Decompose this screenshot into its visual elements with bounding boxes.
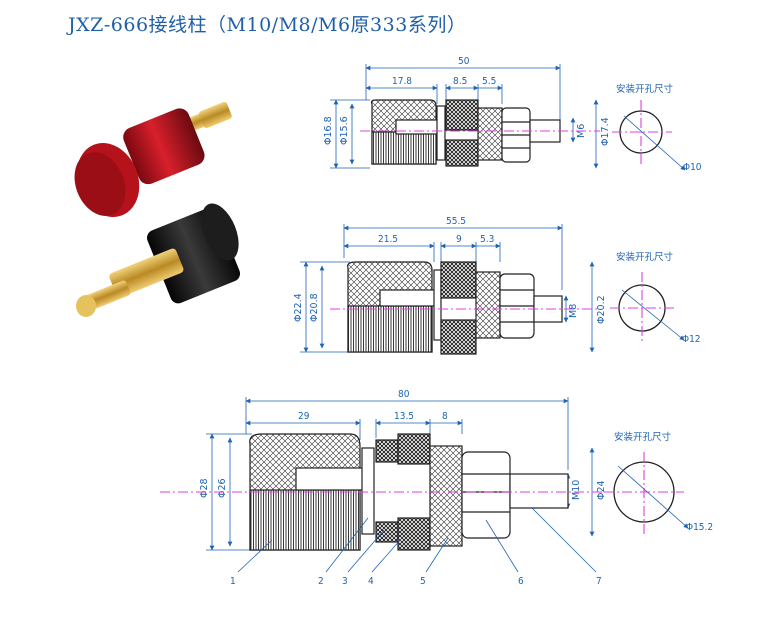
- view3-hole-dia: Φ15.2: [686, 522, 713, 533]
- view3-dim-c: 8: [442, 411, 448, 422]
- view2-hole-dia: Φ12: [682, 334, 701, 345]
- view2-nut-dia: Φ20.2: [596, 295, 607, 324]
- part-number-2: 2: [318, 576, 324, 587]
- view2-overall-length: 55.5: [446, 216, 466, 227]
- view3-dia-b: Φ26: [217, 478, 228, 498]
- view2-dia-b: Φ20.8: [309, 293, 320, 322]
- view2-dim-a: 21.5: [378, 234, 398, 245]
- view1-dia-a: Φ16.8: [323, 116, 334, 145]
- view3-dia-a: Φ28: [199, 478, 210, 498]
- view3-thread: M10: [571, 480, 582, 500]
- view3-overall-length: 80: [398, 389, 410, 400]
- view2-hole-label: 安装开孔尺寸: [616, 251, 674, 263]
- black-terminal-photo: [76, 203, 241, 317]
- view1-overall-length: 50: [458, 56, 470, 67]
- view1-nut-dia: Φ17.4: [600, 117, 611, 146]
- view1-hole-dia: Φ10: [683, 162, 702, 173]
- view3-hole-label: 安装开孔尺寸: [614, 431, 672, 443]
- view-m6: 50 17.8 8.5 5.5 Φ16.8 Φ15.6 M6 Φ17.4: [323, 56, 702, 173]
- view2-dim-b: 9: [456, 234, 462, 245]
- part-number-7: 7: [596, 576, 602, 587]
- part-number-5: 5: [420, 576, 426, 587]
- view1-hole-label: 安装开孔尺寸: [616, 83, 674, 95]
- part-number-4: 4: [368, 576, 374, 587]
- product-photo: [74, 101, 241, 317]
- part-number-6: 6: [518, 576, 524, 587]
- view3-dim-a: 29: [298, 411, 310, 422]
- view-m10: 80 29 13.5 8 Φ28 Φ26 M10 Φ24 安装开孔: [160, 389, 713, 587]
- part-number-1: 1: [230, 576, 236, 587]
- view2-dim-c: 5.3: [480, 234, 494, 245]
- red-terminal-photo: [74, 101, 232, 217]
- part-number-3: 3: [342, 576, 348, 587]
- view2-dia-a: Φ22.4: [293, 293, 304, 322]
- view1-dim-b: 8.5: [453, 76, 467, 87]
- view1-dim-a: 17.8: [392, 76, 412, 87]
- view-m8: 55.5 21.5 9 5.3 Φ22.4 Φ20.8 M8 Φ20.2 安装开…: [293, 216, 701, 355]
- page-title: JXZ-666接线柱（M10/M8/M6原333系列）: [68, 14, 467, 36]
- view2-thread: M8: [568, 304, 579, 318]
- view1-dia-b: Φ15.6: [339, 116, 350, 145]
- view3-nut-dia: Φ24: [596, 480, 607, 500]
- view1-dim-c: 5.5: [482, 76, 496, 87]
- view3-dim-b: 13.5: [394, 411, 414, 422]
